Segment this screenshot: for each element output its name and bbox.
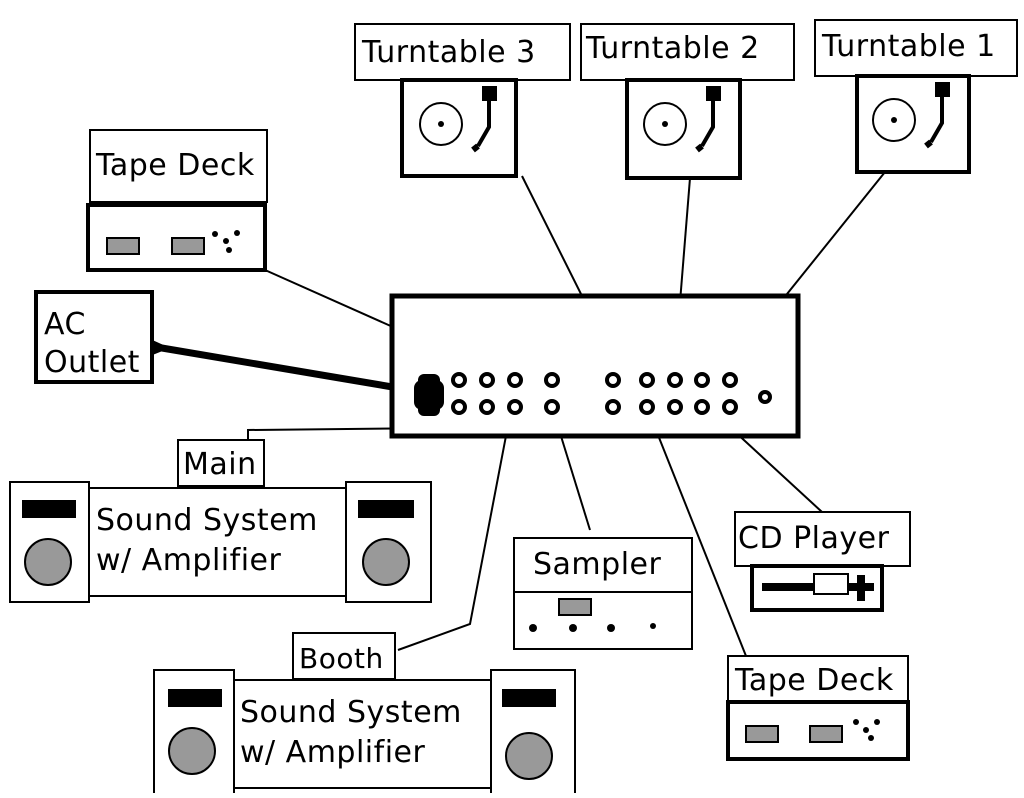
ac-outlet-label-line2: Outlet <box>44 345 140 380</box>
booth-speaker-right <box>490 669 576 798</box>
tape-deck-bottom: Tape Deck <box>726 655 910 761</box>
ac-outlet-label-line1: AC <box>44 307 86 342</box>
turntable-1: Turntable 1 <box>814 19 1018 174</box>
main-label: Main <box>183 447 257 482</box>
booth-speaker-left <box>153 669 235 798</box>
turntable-2: Turntable 2 <box>580 23 795 180</box>
turntable-2-label: Turntable 2 <box>585 31 760 66</box>
booth-system-label-line1: Sound System <box>240 695 462 730</box>
main-sound-system: Main Sound System w/ Amplifier <box>9 439 432 603</box>
main-speaker-right <box>345 481 432 603</box>
ac-power-cord <box>148 338 423 396</box>
main-system-label-line1: Sound System <box>96 503 318 538</box>
main-speaker-left <box>9 481 90 603</box>
booth-system-label-line2: w/ Amplifier <box>240 735 425 770</box>
main-system-label-line2: w/ Amplifier <box>96 543 281 578</box>
cables <box>247 171 886 657</box>
mixer-power-plug <box>414 374 444 416</box>
cd-player: CD Player <box>734 511 911 612</box>
mixer <box>389 293 801 439</box>
tape-deck-top: Tape Deck <box>86 129 268 272</box>
cable-tape-deck-bottom <box>651 419 747 657</box>
cd-player-label: CD Player <box>738 521 890 556</box>
booth-sound-system: Booth Sound System w/ Amplifier <box>153 632 576 798</box>
tape-deck-top-label: Tape Deck <box>95 148 255 183</box>
sampler: Sampler <box>513 537 693 650</box>
turntable-1-label: Turntable 1 <box>821 29 996 64</box>
booth-label: Booth <box>299 642 384 675</box>
ac-outlet: AC Outlet <box>34 290 154 384</box>
cable-booth <box>397 414 511 651</box>
sampler-label: Sampler <box>533 547 661 582</box>
mixer-body <box>389 293 801 439</box>
tape-deck-bottom-label: Tape Deck <box>734 663 894 698</box>
mixer-jacks <box>451 372 772 415</box>
turntable-3: Turntable 3 <box>354 23 571 178</box>
turntable-3-label: Turntable 3 <box>361 35 536 70</box>
